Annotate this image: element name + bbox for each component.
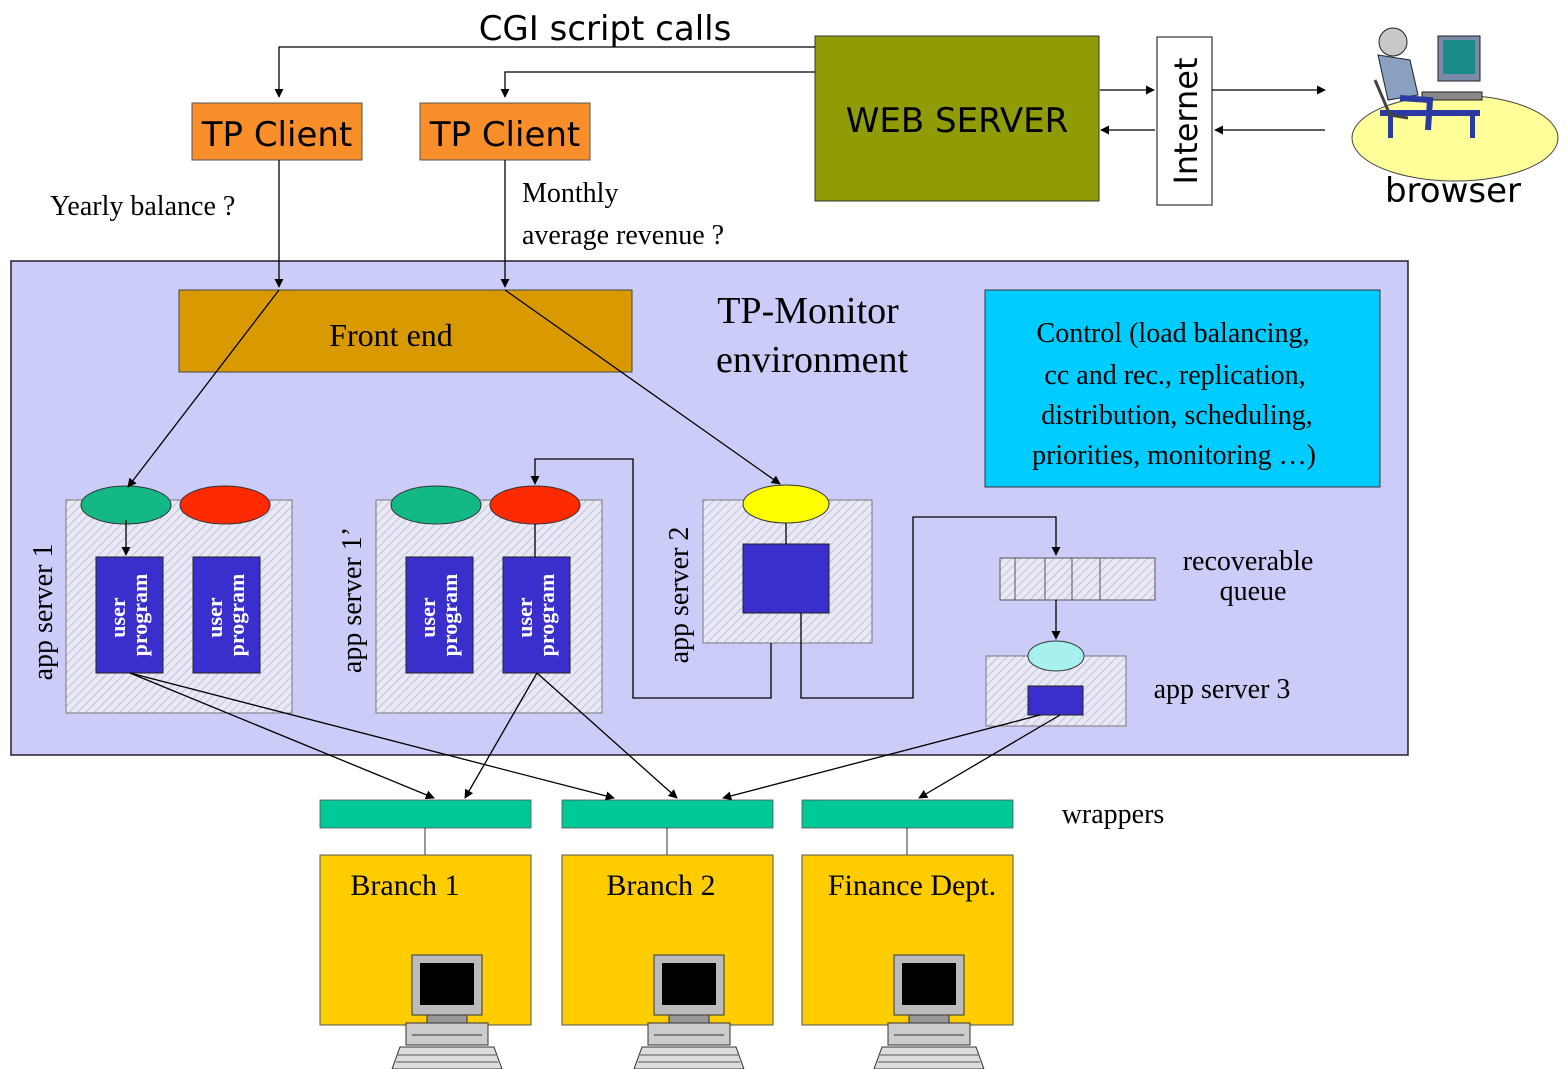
user-program-label: user program [415,574,462,657]
oval-green-server1p [390,485,482,525]
control-line: cc and rec., replication, [1044,360,1305,391]
app-server-1-label: app server 1 [28,544,59,681]
tp-client-2-label: TP Client [429,115,581,155]
user-program-1b [192,556,261,674]
tp-client-1-label: TP Client [201,115,353,155]
query-monthly-line1: Monthly [522,178,618,209]
user-program-label: user program [202,574,249,657]
user-program-1a [95,556,164,674]
branch-1-label: Branch 1 [350,869,459,902]
internet-label: Internet [1167,57,1205,184]
browser-user-icon [1351,27,1559,182]
tp-client-1-box [191,102,363,161]
oval-cyan-server3 [1027,640,1085,672]
oval-yellow-server2 [742,484,830,524]
front-end-label: Front end [329,317,453,353]
app-server-1p-label: app server 1’ [337,527,368,673]
cgi-label: CGI script calls [479,9,732,49]
computer-icon [391,954,503,1069]
query-monthly-line2: average revenue ? [522,220,724,251]
wrapper-1 [319,799,532,829]
user-program-1p-a [405,556,474,674]
app-server-3-label: app server 3 [1154,674,1291,705]
user-program-label: user program [105,574,152,657]
oval-green-server1 [80,485,172,525]
computer-icon [633,954,745,1069]
user-program-label: user program [512,574,559,657]
front-end-box [178,289,633,373]
control-line: priorities, monitoring …) [1032,440,1316,471]
oval-red-server1 [179,485,271,525]
tp-client-2-box [419,102,591,161]
control-line: distribution, scheduling, [1041,400,1312,431]
web-server-label: WEB SERVER [846,101,1068,141]
web-server-box [814,35,1100,202]
control-box [984,289,1381,488]
recoverable-queue [999,557,1156,601]
query-yearly: Yearly balance ? [50,191,235,222]
wrappers-label: wrappers [1062,799,1165,830]
branch-2-label: Branch 2 [606,869,715,902]
monitor-title-line1: TP-Monitor [717,290,899,332]
queue-label-line2: queue [1220,576,1287,607]
internet-box [1156,36,1213,206]
app-server-2-label: app server 2 [664,527,695,664]
browser-label: browser [1385,171,1521,211]
server3-program [1027,685,1084,716]
server2-program [742,543,830,614]
wrapper-2 [561,799,774,829]
queue-label-line1: recoverable [1183,546,1314,577]
monitor-title-line2: environment [716,339,909,381]
control-line: Control (load balancing, [1037,318,1310,349]
oval-red-server1p [489,485,581,525]
wrapper-3 [801,799,1014,829]
finance-label: Finance Dept. [828,869,996,902]
computer-icon [873,954,985,1069]
